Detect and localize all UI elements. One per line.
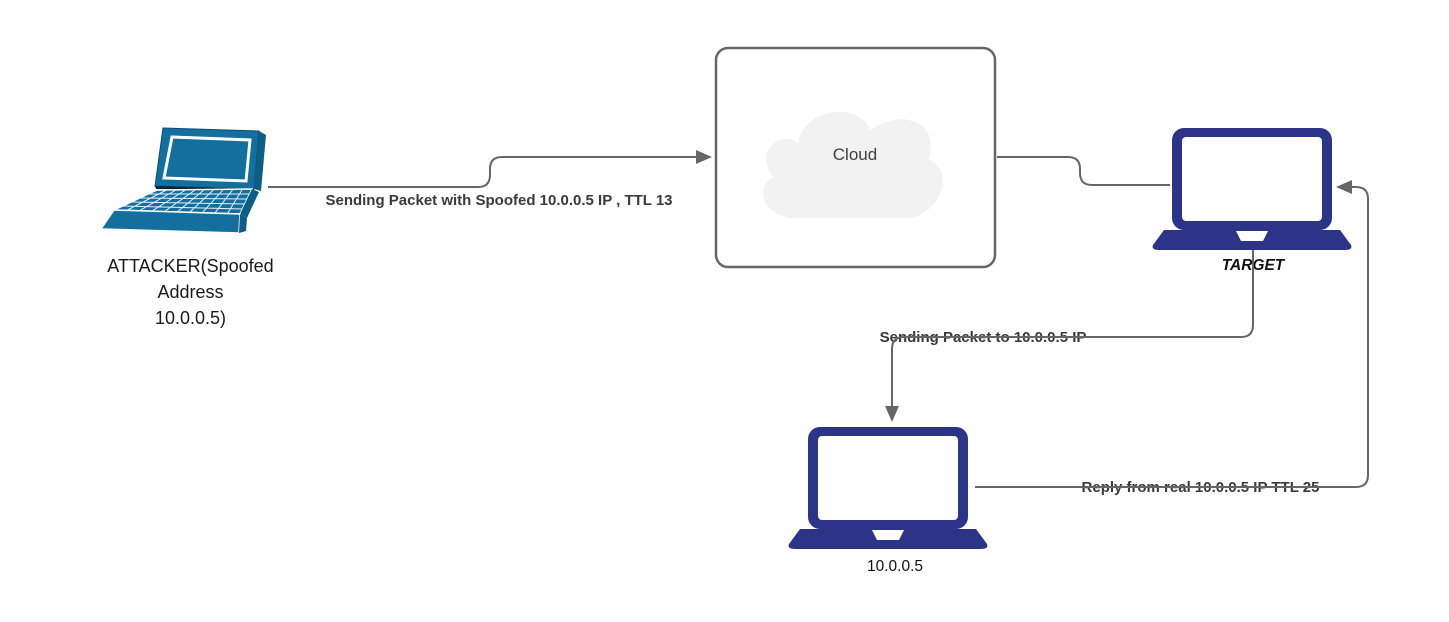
host-label: 10.0.0.5 [866,558,924,575]
attacker-label-line3: 10.0.0.5) [154,308,227,328]
cloud-icon [763,111,943,218]
host-laptop-icon [788,427,988,549]
attacker-label: ATTACKER(Spoofed Address 10.0.0.5) [88,253,293,331]
target-label: TARGET [1221,257,1285,274]
edge-label-spoofed-packet: Sending Packet with Spoofed 10.0.0.5 IP … [325,192,673,209]
cloud-box [714,46,997,269]
attacker-laptop-icon [99,127,266,234]
edge-label-reply: Reply from real 10.0.0.5 IP TTL 25 [1081,479,1320,496]
attacker-label-line1: ATTACKER(Spoofed [107,256,274,276]
edge-label-sending-packet: Sending Packet to 10.0.0.5 IP [879,329,1087,346]
target-laptop-icon [1152,128,1352,250]
attacker-label-line2: Address [157,282,224,302]
cloud-label: Cloud [832,145,878,164]
